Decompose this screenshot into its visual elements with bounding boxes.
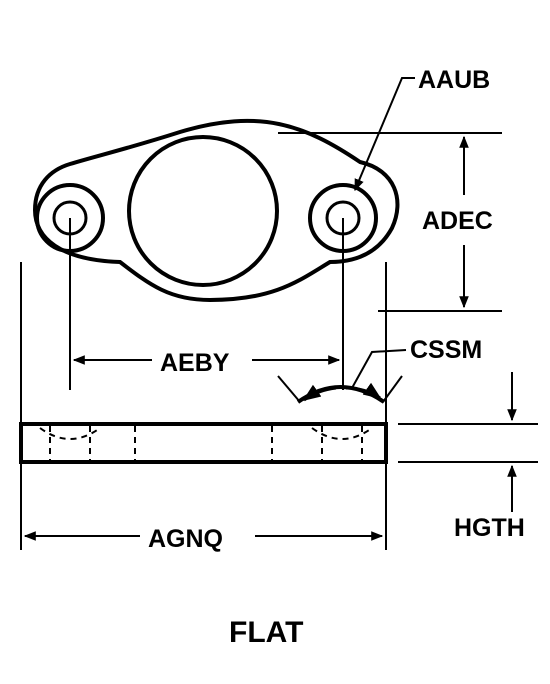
plate-body: [19, 422, 388, 464]
label-hgth: HGTH: [454, 514, 525, 542]
labels: AAUB ADEC AEBY CSSM AGNQ HGTH FLAT: [148, 66, 525, 649]
hidden-lines: [39, 426, 373, 460]
countersink-extension-left: [277, 375, 301, 403]
label-adec: ADEC: [422, 207, 493, 235]
label-aaub: AAUB: [418, 66, 490, 94]
dimension-lines: [20, 77, 538, 550]
countersink-extension-right: [382, 375, 403, 403]
label-agnq: AGNQ: [148, 525, 223, 553]
aaub-leader: [354, 77, 415, 192]
view-title: FLAT: [229, 616, 303, 649]
cssm-angle-arrow-left: [302, 384, 337, 402]
flat-side-view: [19, 385, 388, 464]
cssm-angle-arrow-right: [345, 382, 382, 400]
center-bore: [127, 135, 279, 287]
cssm-leader: [351, 349, 407, 389]
label-aeby: AEBY: [160, 349, 230, 377]
label-cssm: CSSM: [410, 336, 482, 364]
